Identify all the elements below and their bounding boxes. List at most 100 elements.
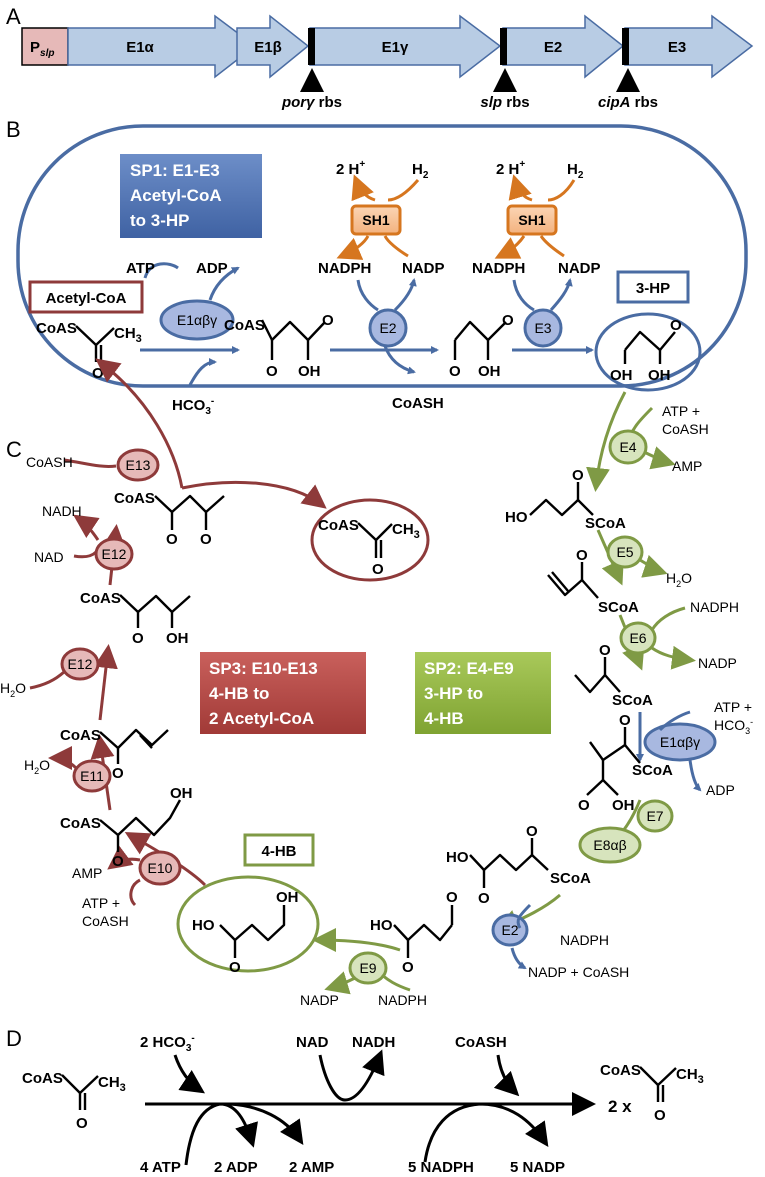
sh1-left-nadph-arc <box>336 235 370 260</box>
summary-amp-label: 2 AMP <box>289 1159 334 1176</box>
e12-nad-arc <box>73 550 98 559</box>
e1c-atp-label: ATP + <box>714 699 752 715</box>
summary-acetyl-coa-right: CoAS CH3 O <box>600 1062 704 1124</box>
svg-text:O: O <box>670 317 682 334</box>
svg-text:O: O <box>446 889 458 906</box>
e6-nadph-arc <box>650 606 686 631</box>
hp3-circle <box>594 312 702 392</box>
svg-text:O: O <box>572 467 584 484</box>
summary-coash-arc <box>493 1054 520 1097</box>
sh1-right-h2-arc <box>547 179 576 202</box>
e2-nadph-label: NADPH <box>318 260 371 277</box>
enzyme-e3 <box>523 308 563 348</box>
e12-nad-label: NAD <box>34 549 64 565</box>
svg-text:O: O <box>402 959 414 976</box>
e10-amp-arc <box>107 845 141 870</box>
svg-text:O: O <box>526 823 538 840</box>
coash-out-arc <box>383 345 416 375</box>
summary-nad-label: NAD <box>296 1034 329 1051</box>
enzyme-e11 <box>72 759 112 793</box>
sh1-left-h2-label: H2 <box>412 161 429 181</box>
rbs-label-1: porγ rbs <box>281 94 342 111</box>
e10-atp-label: ATP + <box>82 895 120 911</box>
enzyme-e7 <box>636 799 674 833</box>
e9-nadp-arc <box>324 971 356 995</box>
gene-label-e2: E2 <box>544 39 562 56</box>
e9-nadph-label: NADPH <box>378 992 427 1008</box>
svg-text:OH: OH <box>276 889 299 906</box>
e4-coash-label: CoASH <box>662 421 709 437</box>
svg-text:CoAS: CoAS <box>22 1070 63 1087</box>
e5-h2o-arc <box>639 554 668 578</box>
sh1-left-h-label: 2 H+ <box>336 159 365 178</box>
e10-coash-label: CoASH <box>82 913 129 929</box>
e13-coash-arc <box>63 458 117 468</box>
e2c-nadp-coash-label: NADP + CoASH <box>528 964 629 980</box>
summary-amp-arc <box>229 1102 304 1145</box>
e1c-adp-arc <box>688 759 702 792</box>
summary-nadph-arc <box>423 1102 549 1163</box>
hco3-label: HCO3- <box>172 396 214 417</box>
propionyl-coa-structure: O SCoA <box>574 642 653 709</box>
enzyme-e1abg-c-label: E1αβγ <box>660 734 700 750</box>
e6-nadp-label: NADP <box>698 655 737 671</box>
malonate-semialdehyde-structure: O O OH <box>449 312 514 380</box>
enzyme-e4-label: E4 <box>619 439 636 455</box>
svg-text:O: O <box>449 363 461 380</box>
svg-text:O: O <box>502 312 514 329</box>
enzyme-e4 <box>608 429 648 465</box>
e1c-hco3-label: HCO3- <box>714 717 753 736</box>
svg-text:O: O <box>576 547 588 564</box>
promoter-label: Pslp <box>30 39 54 59</box>
svg-text:HO: HO <box>192 917 215 934</box>
e2c-nadph-arc <box>516 903 532 929</box>
enzyme-e5-label: E5 <box>616 544 633 560</box>
svg-text:OH: OH <box>170 785 193 802</box>
sp3-line-3: 2 Acetyl-CoA <box>209 709 314 728</box>
sp2-arrow-1 <box>586 391 627 492</box>
summary-hco3-arc <box>173 1054 205 1094</box>
sp2-arrow-7 <box>312 928 401 953</box>
e3-nadp-label: NADP <box>558 260 601 277</box>
e3-nadph-arc <box>512 279 535 312</box>
enzyme-e2 <box>368 308 408 348</box>
sh1-right-nadp-arc <box>539 235 565 258</box>
adp-label: ADP <box>196 260 228 277</box>
sh1-right-h-label: 2 H+ <box>496 159 525 178</box>
e1c-adp-label: ADP <box>706 782 735 798</box>
gene-label-e1b: E1β <box>254 39 282 56</box>
svg-text:CoAS: CoAS <box>80 590 121 607</box>
svg-text:O: O <box>478 890 490 907</box>
panel-label-a: A <box>6 4 21 29</box>
summary-adp-label: 2 ADP <box>214 1159 258 1176</box>
rbs-marker-2 <box>500 28 507 65</box>
e2c-nadp-arc <box>510 947 527 970</box>
enzyme-e13-label: E13 <box>126 457 151 473</box>
gene-label-e1g: E1γ <box>382 39 409 56</box>
gene-arrow-e1a <box>67 14 257 79</box>
summary-acetyl-coa-left: CoAS CH3 O <box>22 1070 126 1132</box>
hp3-structure: O OH OH <box>610 317 682 384</box>
sh1-left-h-arc <box>351 174 376 202</box>
svg-text:CoAS: CoAS <box>318 517 359 534</box>
crotonyl-coa-structure: CoAS O <box>60 727 169 782</box>
enzyme-e3-label: E3 <box>534 320 551 336</box>
rbs-marker-3 <box>622 28 629 65</box>
enzyme-e12-lower <box>60 647 100 681</box>
enzyme-e6 <box>619 621 657 655</box>
summary-nadp-label: 5 NADP <box>510 1159 565 1176</box>
enzyme-e1abg-c <box>643 722 717 762</box>
e2-nadp-label: NADP <box>402 260 445 277</box>
svg-text:CH3: CH3 <box>676 1066 704 1086</box>
svg-text:CH3: CH3 <box>98 1074 126 1094</box>
svg-text:CoAS: CoAS <box>600 1062 641 1079</box>
atp-label: ATP <box>126 260 155 277</box>
enzyme-e1abg-label: E1αβγ <box>177 312 217 328</box>
summary-atp-adp-arc <box>184 1102 258 1166</box>
e5-h2o-label: H2O <box>666 570 692 589</box>
enzyme-sh1-left-label: SH1 <box>362 212 389 228</box>
svg-text:O: O <box>229 959 241 976</box>
e4-atp-label: ATP + <box>662 403 700 419</box>
sp2-line-1: SP2: E4-E9 <box>424 659 514 678</box>
svg-text:SCoA: SCoA <box>612 692 653 709</box>
